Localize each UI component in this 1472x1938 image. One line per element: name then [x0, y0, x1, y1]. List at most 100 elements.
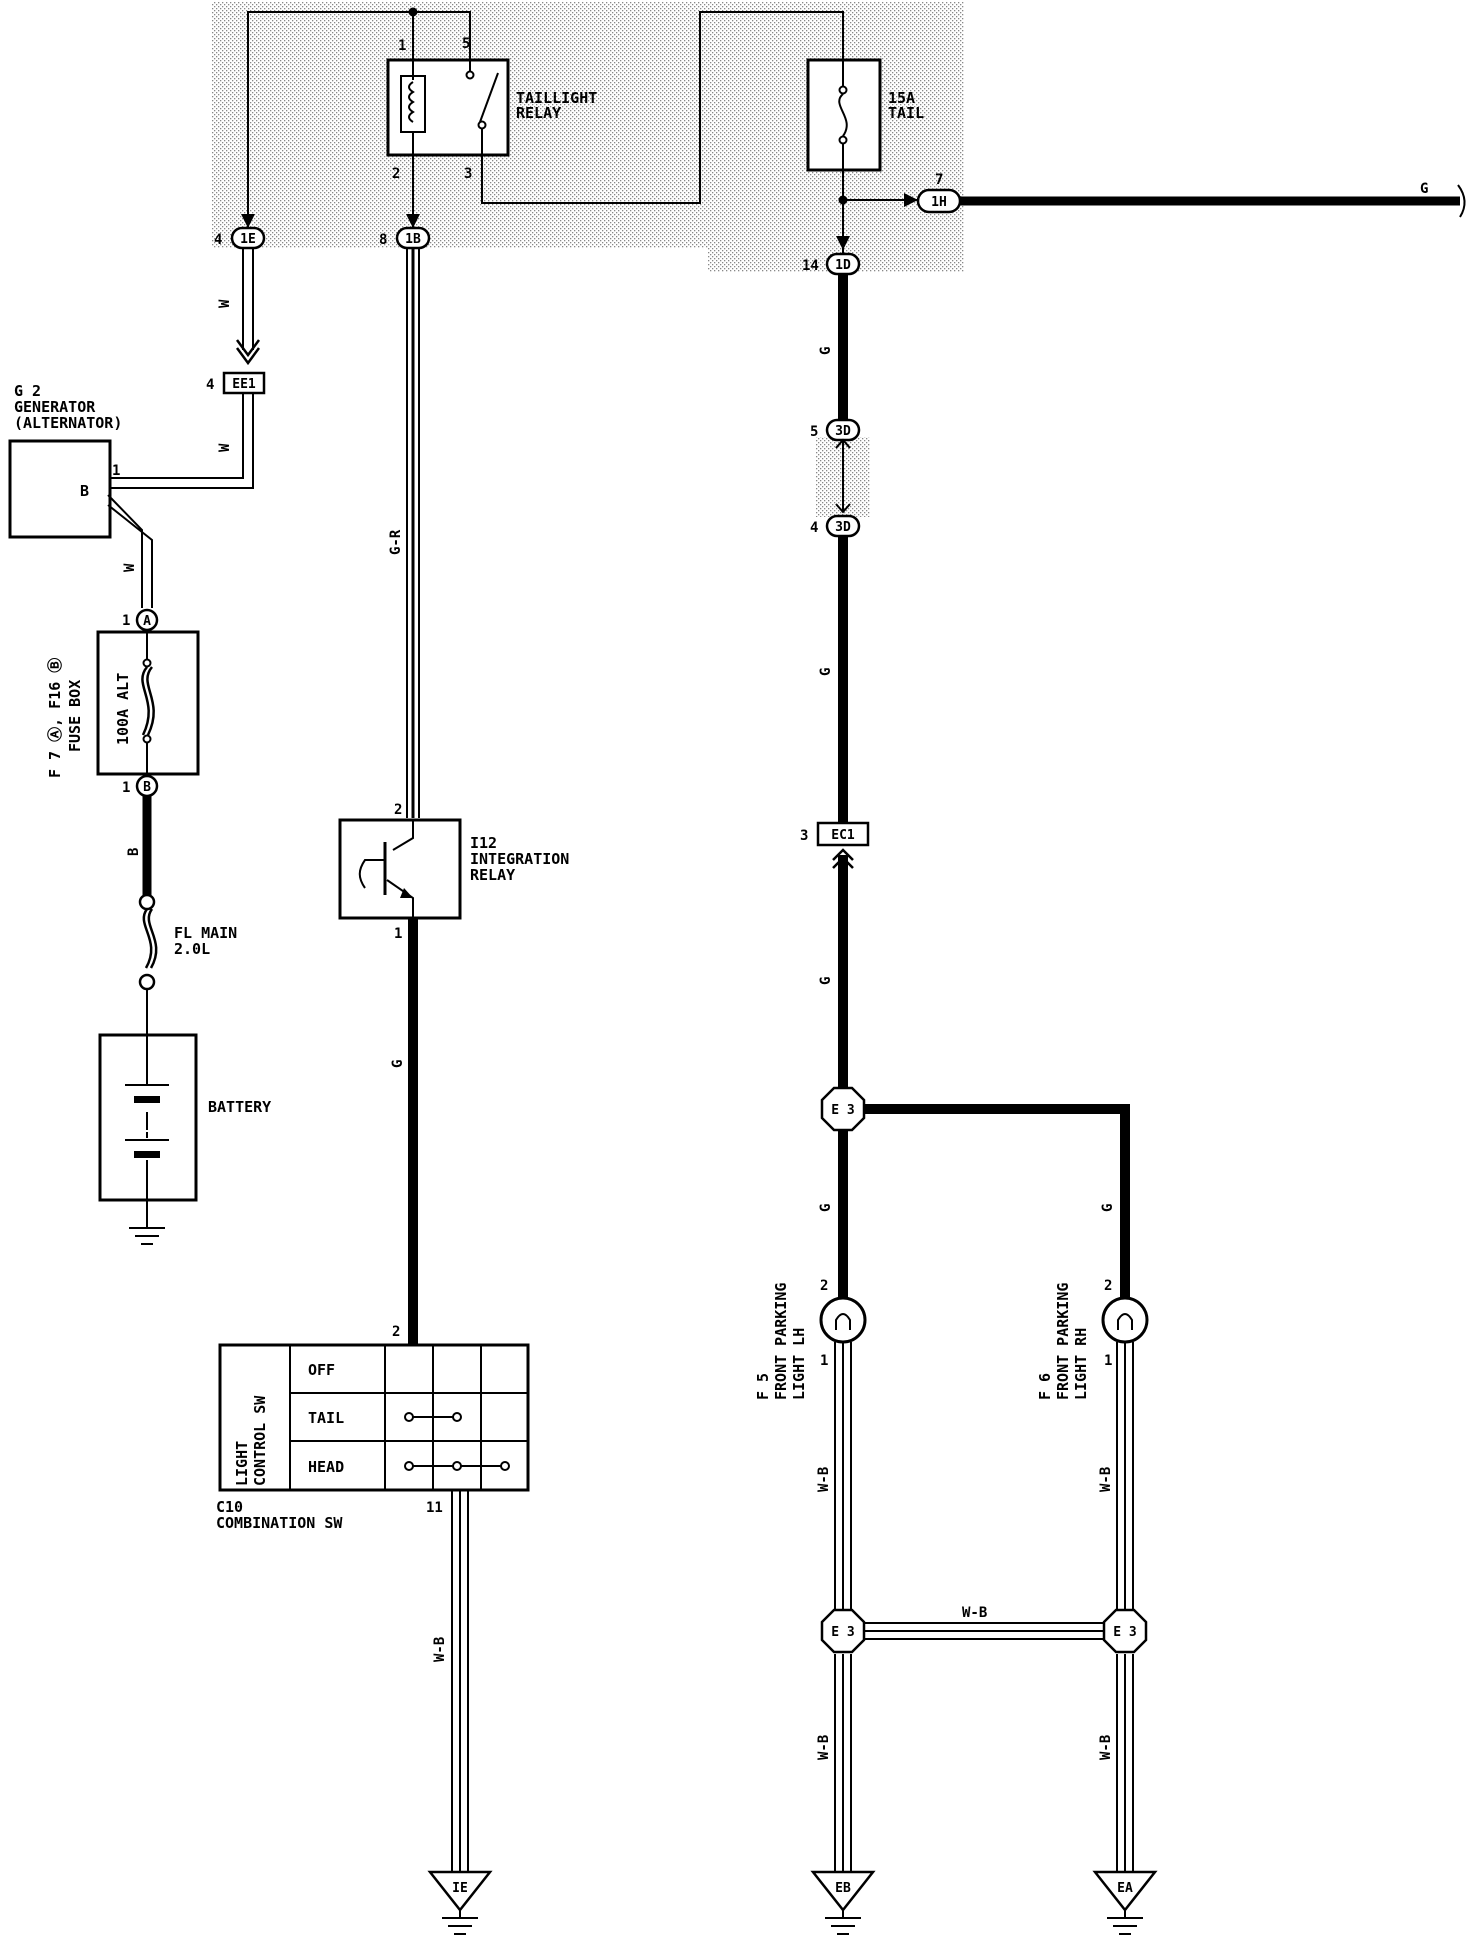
connector-1E-id: 1E [240, 232, 256, 247]
fl-main-fusible-link [138, 893, 158, 1035]
connector-EC1: EC1 [816, 821, 870, 847]
connector-1D: 1D [825, 252, 861, 276]
combination-switch-pin-bottom: 11 [426, 1500, 443, 1516]
wire-W-EE1-gen [110, 393, 254, 489]
tail-fuse [806, 58, 882, 172]
relay-pin-2: 2 [392, 166, 400, 182]
rh-pin-top: 2 [1104, 1278, 1112, 1294]
fuse-box: A B [96, 608, 200, 798]
lh-pin-top: 2 [820, 1278, 828, 1294]
connector-1B-id: 1B [405, 232, 421, 247]
lh-label-2: FRONT PARKING [772, 1283, 790, 1400]
junction-E3-top: E 3 [820, 1086, 866, 1132]
ground-EA: EA [1092, 1870, 1158, 1935]
switch-position-off: OFF [308, 1361, 335, 1379]
wire-W-gen-fuse [107, 494, 153, 608]
integration-relay-pin-bottom: 1 [394, 926, 402, 942]
combination-switch-side-1: LIGHT [233, 1441, 251, 1486]
connector-3D-5-pin: 5 [810, 424, 818, 440]
wire-W-B-cross-color: W-B [962, 1605, 987, 1621]
connector-EC1-id: EC1 [831, 828, 855, 843]
rh-label-3: LIGHT RH [1072, 1328, 1090, 1400]
lh-label-3: LIGHT LH [790, 1328, 808, 1400]
wire-G-sw-color: G [390, 1060, 406, 1068]
ground-EB-label: EB [835, 1881, 851, 1896]
wire-G-3D-color: G [818, 668, 834, 676]
connector-1H-id: 1H [931, 195, 947, 210]
connector-EC1-pin: 3 [800, 828, 808, 844]
ground-EB: EB [810, 1870, 876, 1935]
generator-terminal: B [80, 482, 89, 500]
connector-3D-arrows [835, 438, 851, 514]
wire-G-R [406, 248, 420, 818]
ground-EA-label: EA [1117, 1881, 1133, 1896]
wire-W-B-lights [834, 1342, 1134, 1872]
connector-3D-4-id: 3D [835, 520, 851, 535]
top-arrows [241, 193, 918, 250]
integration-relay-pin-top: 2 [394, 802, 402, 818]
wire-W-B-rh-color: W-B [1098, 1467, 1114, 1492]
battery-label: BATTERY [208, 1098, 271, 1116]
wire-G-R-color: G-R [388, 529, 404, 555]
generator: B [8, 439, 112, 539]
rh-pin-bottom: 1 [1104, 1353, 1112, 1369]
wire-W-gen-color: W [122, 563, 138, 572]
ground-IE: IE [427, 1870, 493, 1935]
connector-1D-id: 1D [835, 258, 851, 273]
switch-position-tail: TAIL [308, 1409, 344, 1427]
connector-3D-5-id: 3D [835, 424, 851, 439]
taillight-relay-label-1: TAILLIGHT [516, 89, 597, 107]
switch-position-head: HEAD [308, 1458, 344, 1476]
fuse-box-conn-b: B [143, 780, 151, 795]
tail-fuse-label-2: TAIL [888, 104, 924, 122]
connector-1D-pin: 14 [802, 258, 819, 274]
junction-E3-lh: E 3 [820, 1608, 866, 1654]
connector-1H: 1H [916, 188, 962, 214]
fuse-box-pin-b: 1 [122, 780, 130, 796]
connector-3D-4-pin: 4 [810, 520, 818, 536]
relay-pin-1: 1 [398, 38, 406, 54]
junction-E3-rh-label: E 3 [1113, 1625, 1136, 1640]
junction-E3-top-label: E 3 [831, 1103, 854, 1118]
wire-W-1E-EE1 [235, 248, 261, 366]
combination-switch-pin-top: 2 [392, 1324, 400, 1340]
wire-G-1D-color: G [818, 347, 834, 355]
generator-code: G 2 [14, 382, 41, 400]
wire-W-B-rh-gnd-color: W-B [1098, 1735, 1114, 1760]
wire-W-B-lh-gnd-color: W-B [816, 1735, 832, 1760]
ground-IE-label: IE [452, 1881, 468, 1896]
wire-G-rh-color: G [1100, 1204, 1116, 1212]
integration-relay-label-3: RELAY [470, 866, 515, 884]
fuse-box-label-2: FUSE BOX [66, 680, 84, 752]
connector-1E-pin: 4 [214, 232, 222, 248]
front-parking-light-lh [819, 1296, 867, 1344]
connector-EE1: EE1 [222, 371, 266, 395]
fl-main-label-2: 2.0L [174, 940, 210, 958]
connector-1E: 1E [230, 226, 266, 250]
integration-relay [338, 818, 462, 920]
connector-3D-4: 3D [825, 514, 861, 538]
combination-switch-side-2: CONTROL SW [251, 1395, 269, 1486]
relay-pin-3: 3 [464, 166, 472, 182]
integration-relay-label-1: I12 [470, 834, 497, 852]
combination-switch [218, 1343, 530, 1492]
fl-main-label-1: FL MAIN [174, 924, 237, 942]
connector-1B: 1B [395, 226, 431, 250]
combination-switch-name: COMBINATION SW [216, 1514, 343, 1532]
wire-break-mark [1457, 184, 1466, 218]
lh-pin-bottom: 1 [820, 1353, 828, 1369]
wire-1H-color: G [1420, 181, 1428, 197]
wire-W-1E-color: W [217, 299, 233, 308]
connector-1H-pin: 7 [935, 172, 943, 188]
connector-EE1-pin: 4 [206, 377, 214, 393]
tail-fuse-label-1: 15A [888, 89, 915, 107]
taillight-relay-label-2: RELAY [516, 104, 561, 122]
fuse-box-label-1: F 7 Ⓐ, F16 Ⓑ [46, 658, 64, 778]
combination-switch-code: C10 [216, 1498, 243, 1516]
junction-E3-rh: E 3 [1102, 1608, 1148, 1654]
fuse-box-pin-a: 1 [122, 613, 130, 629]
junction-E3-lh-label: E 3 [831, 1625, 854, 1640]
connector-1B-pin: 8 [379, 232, 387, 248]
wire-G-EC1-color: G [818, 977, 834, 985]
